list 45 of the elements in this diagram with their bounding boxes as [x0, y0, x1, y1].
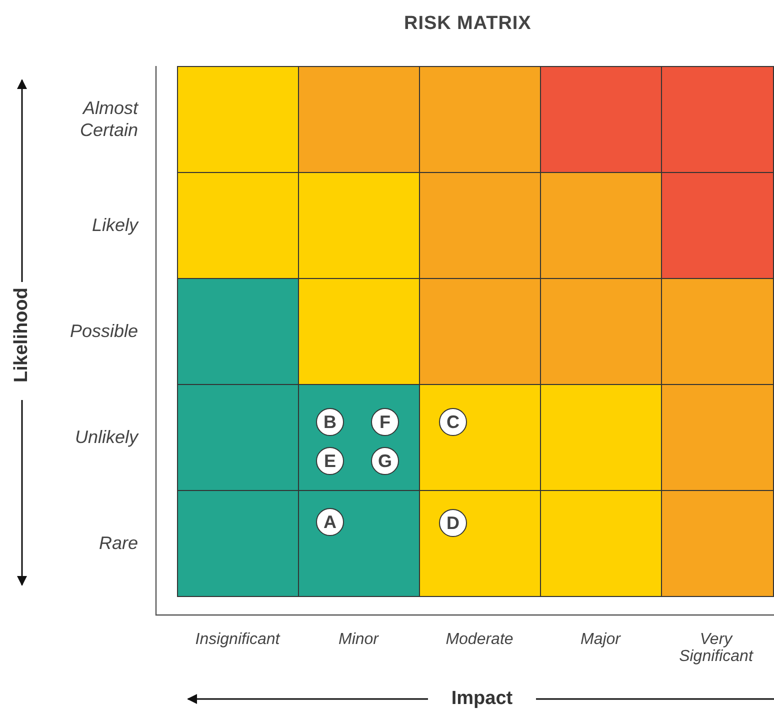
risk-cell — [540, 278, 662, 385]
risk-cell — [177, 490, 299, 597]
risk-cell — [540, 172, 662, 279]
risk-cell — [298, 384, 420, 491]
risk-marker: F — [371, 408, 399, 436]
risk-cell — [177, 278, 299, 385]
risk-cell — [298, 278, 420, 385]
risk-marker: D — [439, 509, 467, 537]
risk-cell — [540, 384, 662, 491]
risk-marker: A — [316, 508, 344, 536]
risk-marker: E — [316, 447, 344, 475]
risk-cell — [177, 172, 299, 279]
risk-cell — [540, 490, 662, 597]
risk-marker: C — [439, 408, 467, 436]
risk-cell — [661, 278, 774, 385]
risk-cell — [298, 490, 420, 597]
risk-cell — [177, 384, 299, 491]
risk-cell — [419, 172, 541, 279]
risk-cell — [661, 172, 774, 279]
risk-cell — [419, 490, 541, 597]
impact-level: Minor — [337, 631, 380, 648]
likelihood-level: Rare — [98, 532, 138, 554]
likelihood-level: Possible — [68, 320, 138, 342]
likelihood-level: Likely — [90, 214, 138, 236]
risk-cell — [298, 172, 420, 279]
likelihood-level: Unlikely — [74, 426, 138, 448]
risk-marker: G — [371, 447, 399, 475]
likelihood-level: Almost Certain — [78, 97, 138, 141]
risk-cell — [177, 66, 299, 173]
impact-level: Insignificant — [194, 631, 282, 648]
impact-level: Very Significant — [678, 631, 754, 665]
axis-title: Impact — [451, 686, 513, 709]
risk-cell — [419, 66, 541, 173]
risk-cell — [419, 278, 541, 385]
chart-title: RISK MATRIX — [404, 12, 532, 36]
risk-cell — [298, 66, 420, 173]
risk-cell — [540, 66, 662, 173]
impact-level: Major — [579, 631, 622, 648]
risk-cell — [661, 384, 774, 491]
risk-marker: B — [316, 408, 344, 436]
axis-title: Likelihood — [10, 288, 33, 382]
risk-cell — [661, 66, 774, 173]
risk-cell — [661, 490, 774, 597]
impact-level: Moderate — [444, 631, 514, 648]
risk-cell — [419, 384, 541, 491]
